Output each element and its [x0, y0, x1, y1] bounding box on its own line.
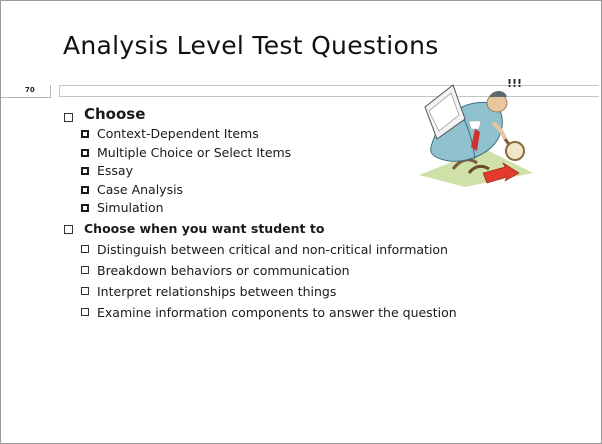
svg-text:!!!: !!!	[507, 77, 522, 90]
list-item: Essay	[81, 162, 457, 181]
choose-items-list: Context-Dependent Items Multiple Choice …	[81, 125, 457, 218]
item-text: Case Analysis	[97, 181, 184, 197]
item-text: Essay	[97, 163, 133, 178]
list-item: Multiple Choice or Select Items	[81, 144, 457, 163]
list-item: Interpret relationships between things	[81, 281, 457, 302]
slide-title: Analysis Level Test Questions	[63, 31, 439, 60]
item-text: Distinguish between critical and non-cri…	[97, 241, 448, 257]
item-text: Interpret relationships between things	[97, 283, 337, 299]
list-item: Examine information components to answer…	[81, 302, 457, 323]
outline: Choose Context-Dependent Items Multiple …	[63, 105, 457, 323]
item-text: Examine information components to answer…	[97, 304, 457, 320]
item-text: Multiple Choice or Select Items	[97, 144, 292, 160]
detective-with-magnifying-glass-icon: !!!	[419, 77, 533, 187]
item-text: Simulation	[97, 200, 164, 215]
slide-content: Choose Context-Dependent Items Multiple …	[63, 105, 457, 323]
item-text: Breakdown behaviors or communication	[97, 262, 350, 278]
list-item: Distinguish between critical and non-cri…	[81, 239, 457, 260]
list-item: Case Analysis	[81, 181, 457, 200]
list-item: Breakdown behaviors or communication	[81, 260, 457, 281]
choose-when-items-list: Distinguish between critical and non-cri…	[81, 239, 457, 323]
bullet-choose-when: Choose when you want student to	[63, 219, 457, 238]
bullet-choose: Choose	[63, 105, 457, 124]
slide-number: 70	[25, 86, 35, 94]
bullet-heading: Choose when you want student to	[84, 220, 325, 236]
slide-number-box: 70	[1, 85, 51, 98]
bullet-heading: Choose	[84, 105, 146, 123]
item-text: Context-Dependent Items	[97, 126, 259, 141]
sub-list-wrapper: Distinguish between critical and non-cri…	[63, 239, 457, 323]
list-item: Context-Dependent Items	[81, 125, 457, 144]
title-rule	[59, 85, 599, 97]
sub-list-wrapper: Context-Dependent Items Multiple Choice …	[63, 125, 457, 218]
list-item: Simulation	[81, 199, 457, 218]
